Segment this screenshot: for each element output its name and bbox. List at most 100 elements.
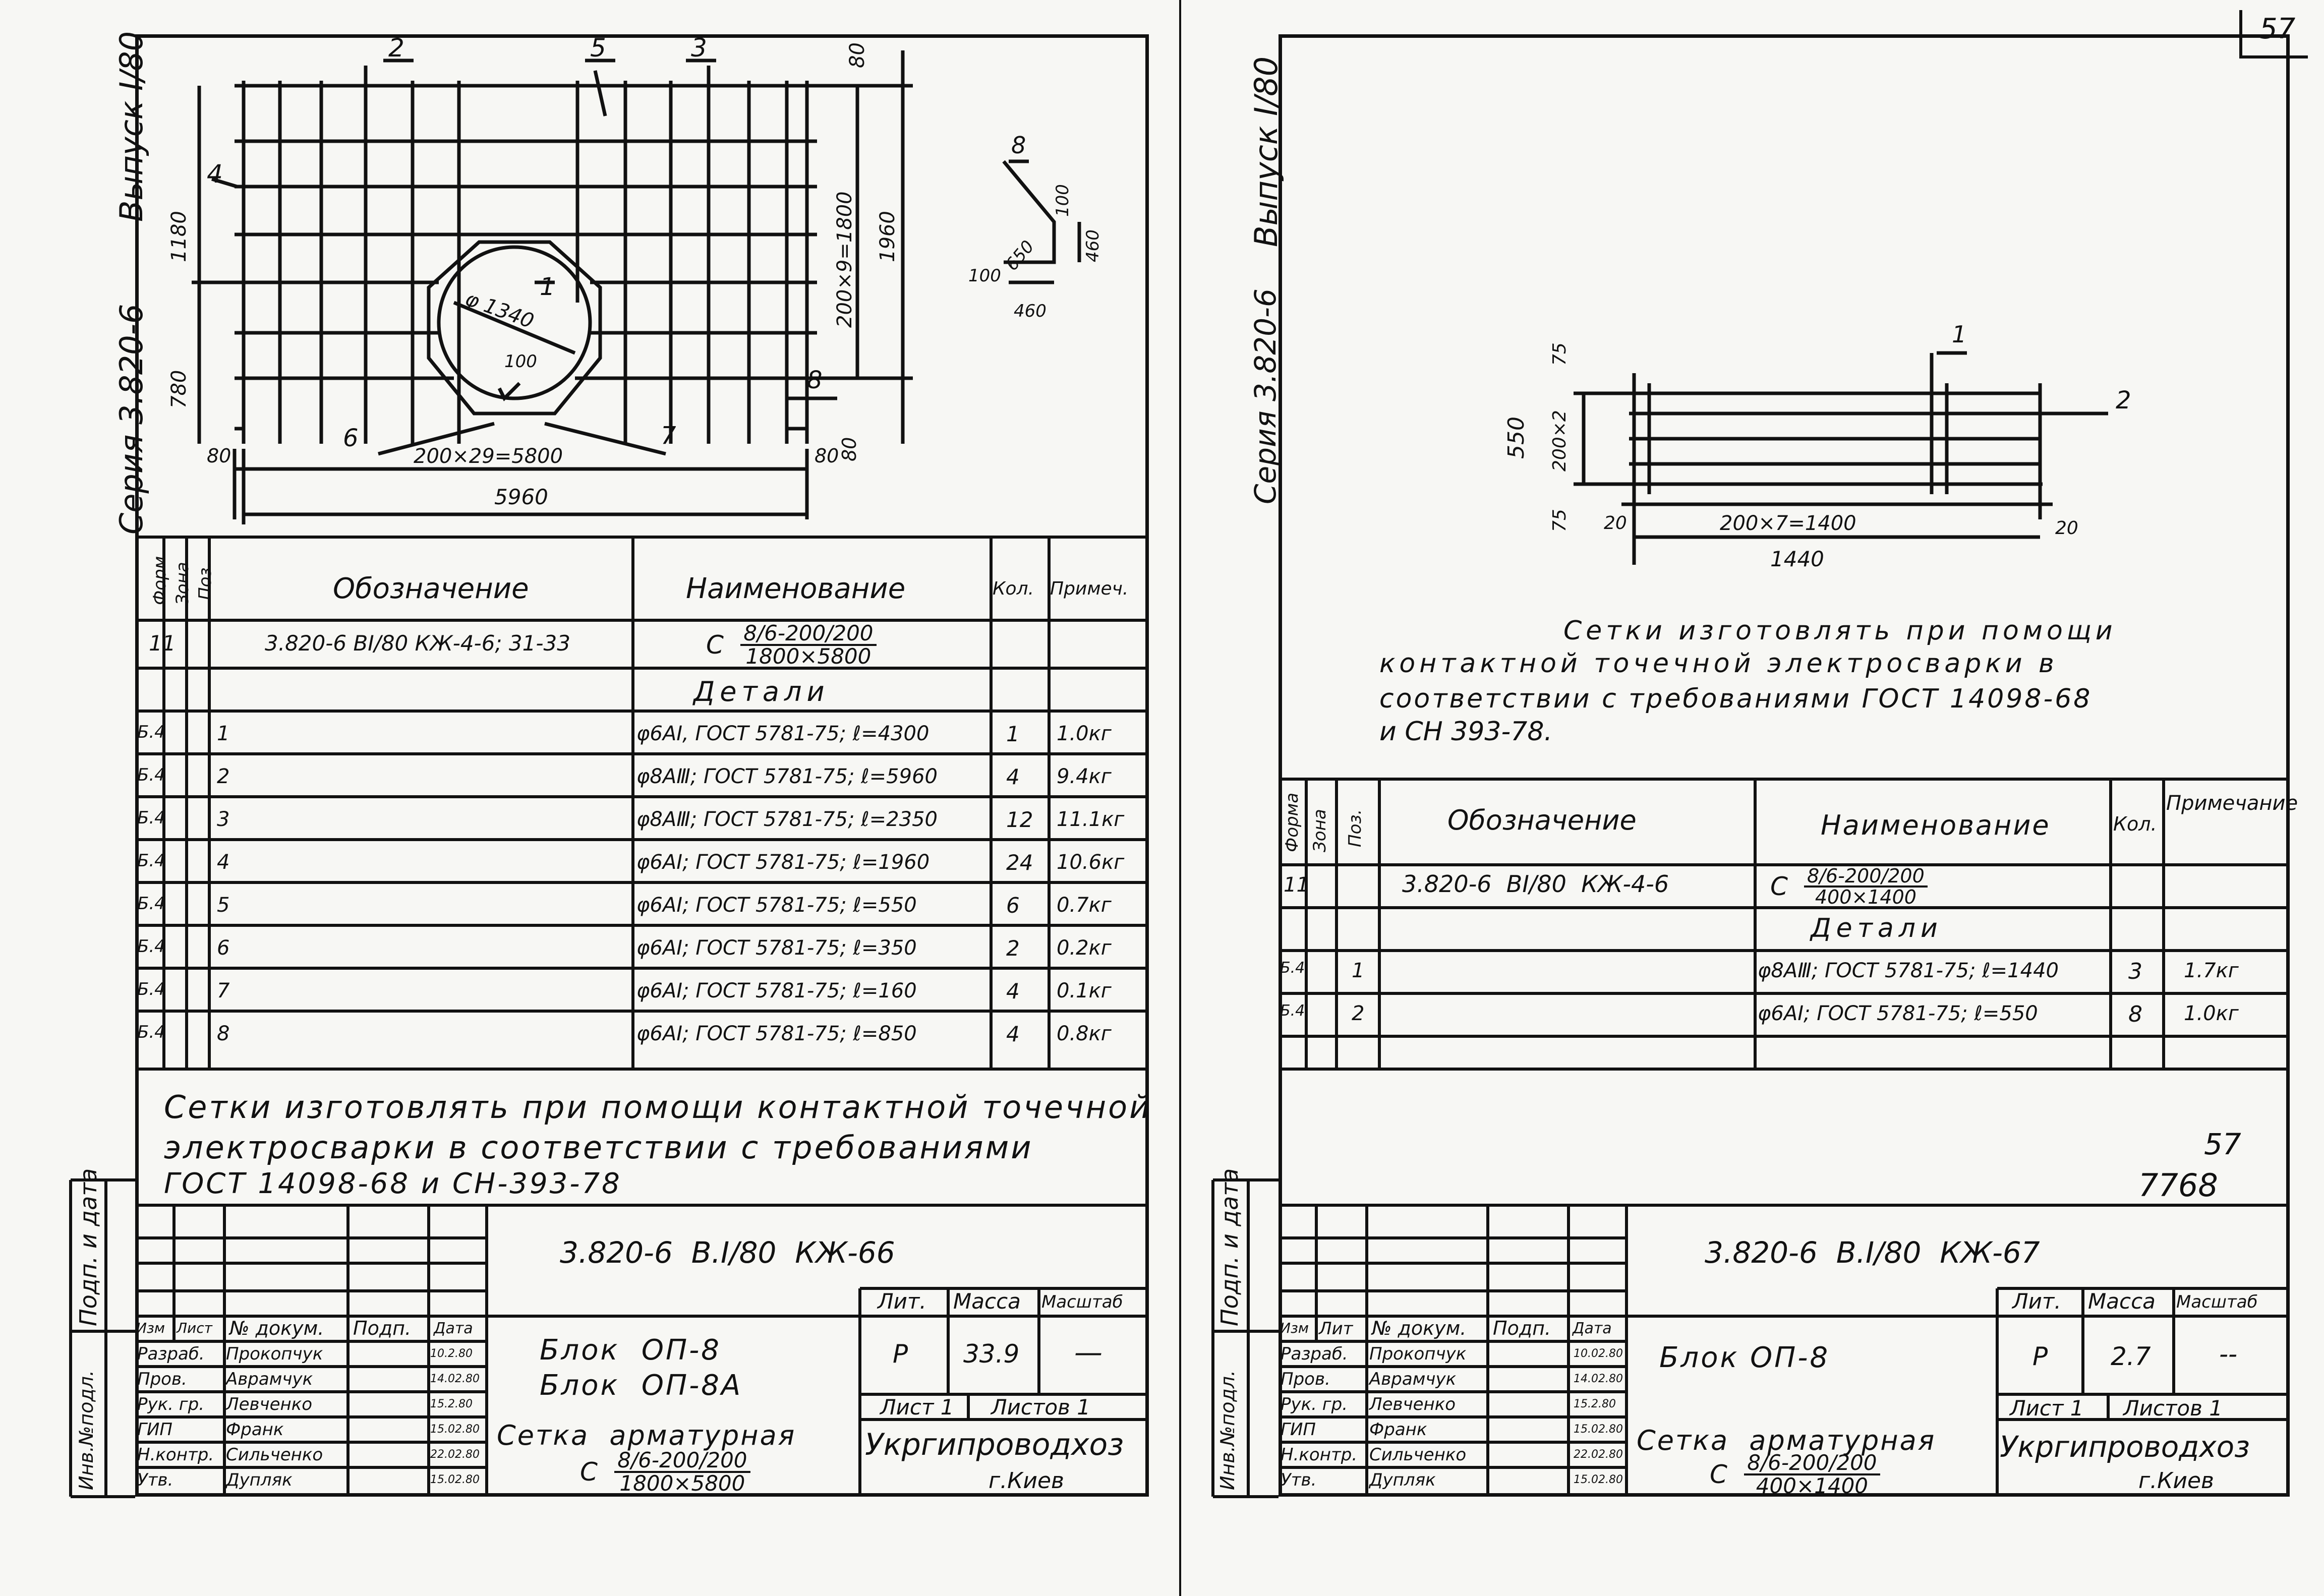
right-main-row-format: 11 — [1284, 873, 1309, 897]
right-sheets: Листов 1 — [2123, 1396, 2223, 1421]
right-person-name: Левченко — [1369, 1394, 1456, 1414]
right-col-header-qty: Кол. — [2113, 813, 2157, 835]
left-person-role: Пров. — [137, 1369, 187, 1389]
right-col-header-designation: Обозначение — [1447, 804, 1637, 836]
left-person-role: Рук. гр. — [137, 1394, 205, 1414]
left-row-qty: 1 — [1006, 722, 1020, 746]
left-row-format: Б.4 — [137, 979, 165, 999]
right-row-name: φ8AⅢ; ГОСТ 5781-75; ℓ=1440 — [1758, 959, 2059, 982]
left-col-header-designation: Обозначение — [333, 572, 529, 605]
left-note-line-1: Сетки изготовлять при помощи контактной … — [164, 1089, 1152, 1126]
left-row-format: Б.4 — [137, 894, 165, 914]
right-row-pos: 2 — [1352, 1002, 1365, 1025]
right-note-line-1: Сетки изготовлять при помощи — [1563, 616, 2117, 646]
left-row-qty: 4 — [1006, 1022, 1020, 1046]
page-number: 57 — [2259, 13, 2296, 45]
right-row-note: 1.7кг — [2184, 959, 2239, 982]
left-row-pos: 6 — [217, 936, 230, 960]
right-row-name: φ6AI; ГОСТ 5781-75; ℓ=550 — [1758, 1002, 2038, 1025]
left-mesh-title: Сетка арматурная — [497, 1420, 796, 1451]
dim-inner-100: 100 — [504, 351, 537, 372]
left-block-line-1: Блок ОП-8 — [540, 1334, 721, 1367]
right-header-docnum: № докум. — [1372, 1317, 1467, 1339]
left-row-qty: 24 — [1006, 850, 1033, 875]
left-person-date: 22.02.80 — [430, 1448, 480, 1461]
left-row-name: φ6AI; ГОСТ 5781-75; ℓ=350 — [636, 936, 917, 960]
left-person-date: 14.02.80 — [430, 1373, 480, 1385]
left-row-note: 10.6кг — [1057, 851, 1125, 874]
left-row-note: 0.1кг — [1057, 979, 1112, 1002]
right-col-header-note: Примечание — [2166, 792, 2298, 815]
right-mass-label: Масса — [2088, 1289, 2156, 1314]
right-row-note: 1.0кг — [2184, 1002, 2239, 1025]
pos-8-label: 8 — [807, 366, 823, 394]
left-header-list: Лист — [177, 1320, 212, 1336]
left-person-date: 15.2.80 — [430, 1398, 473, 1410]
right-main-row-designation: 3.820-6 ВI/80 КЖ-4-6 — [1402, 870, 1669, 898]
left-row-pos: 8 — [217, 1022, 230, 1045]
right-main-name-num: 8/6-200/200 — [1804, 866, 1928, 888]
right-dim-75a: 75 — [1549, 342, 1570, 366]
right-row-format: Б.4 — [1280, 1002, 1305, 1020]
left-person-date: 15.02.80 — [430, 1423, 480, 1436]
left-person-role: Утв. — [137, 1470, 173, 1490]
right-col-header-pos: Поз. — [1345, 809, 1365, 847]
left-row-name: φ6AI; ГОСТ 5781-75; ℓ=850 — [636, 1022, 917, 1045]
right-person-role: ГИП — [1281, 1420, 1316, 1440]
left-row-note: 9.4кг — [1057, 765, 1112, 788]
right-person-role: Разраб. — [1281, 1344, 1348, 1364]
left-row-name: φ6AI, ГОСТ 5781-75; ℓ=4300 — [636, 722, 929, 745]
right-header-sign: Подп. — [1493, 1317, 1551, 1339]
right-main-name-den: 400×1400 — [1815, 886, 1916, 908]
right-note-line-3: соответствии с требованиями ГОСТ 14098-6… — [1379, 684, 2093, 714]
left-sheets: Листов 1 — [991, 1395, 1090, 1420]
left-row-qty: 6 — [1006, 893, 1020, 918]
right-person-role: Пров. — [1281, 1369, 1330, 1389]
left-row-pos: 1 — [217, 722, 230, 745]
right-dim-75b: 75 — [1549, 509, 1570, 532]
right-person-date: 15.2.80 — [1574, 1398, 1616, 1410]
right-scale-label: Масштаб — [2176, 1292, 2258, 1312]
left-row-name: φ6AI; ГОСТ 5781-75; ℓ=550 — [636, 894, 917, 917]
right-person-role: Утв. — [1281, 1470, 1317, 1490]
left-main-row-format: 11 — [149, 631, 176, 656]
right-col-header-name: Наименование — [1821, 809, 2051, 841]
right-person-date: 15.02.80 — [1574, 1423, 1623, 1436]
left-row-note: 0.8кг — [1057, 1022, 1112, 1045]
left-lit-label: Лит. — [878, 1289, 926, 1314]
bent-bar-dim-100b: 100 — [968, 266, 1001, 286]
left-main-name-num: 8/6-200/200 — [740, 623, 877, 646]
right-person-name: Аврамчук — [1369, 1369, 1457, 1389]
left-row-format: Б.4 — [137, 808, 165, 828]
left-lit-value: Р — [893, 1339, 908, 1369]
pos-1-label: 1 — [540, 273, 555, 301]
left-row-qty: 4 — [1006, 764, 1020, 789]
right-scale-value: -- — [2219, 1339, 2238, 1369]
right-person-date: 22.02.80 — [1574, 1448, 1623, 1461]
right-corner-57: 57 — [2204, 1127, 2241, 1161]
pos-2-label: 2 — [388, 33, 404, 63]
left-city: г.Киев — [989, 1468, 1064, 1494]
left-person-name: Сильченко — [226, 1445, 323, 1465]
right-mass-value: 2.7 — [2111, 1342, 2151, 1371]
dim-bottom-span: 200×29=5800 — [414, 445, 563, 468]
left-note-line-2: электросварки в соответствии с требовани… — [164, 1129, 1033, 1166]
dim-bottom-right-80: 80 — [815, 445, 839, 467]
right-person-name: Прокопчук — [1369, 1344, 1467, 1364]
left-header-docnum: № докум. — [229, 1317, 324, 1339]
right-header-list: Лит — [1319, 1319, 1353, 1339]
left-row-pos: 7 — [217, 979, 230, 1002]
left-mesh-prefix: С — [580, 1457, 598, 1487]
bent-bar-dim-460h: 460 — [1014, 301, 1047, 321]
left-main-row-designation: 3.820-6 BI/80 КЖ-4-6; 31-33 — [265, 631, 570, 656]
left-row-note: 0.2кг — [1057, 936, 1112, 960]
left-person-role: ГИП — [137, 1420, 172, 1440]
right-header-date: Дата — [1573, 1320, 1612, 1337]
right-stamp-sign-date: Подп. и дата — [1216, 1168, 1243, 1326]
right-person-name: Сильченко — [1369, 1445, 1467, 1465]
right-note-line-2: контактной точечной электросварки в — [1379, 648, 2058, 679]
right-dim-20a: 20 — [1604, 513, 1627, 534]
right-row-qty: 8 — [2128, 1001, 2142, 1027]
